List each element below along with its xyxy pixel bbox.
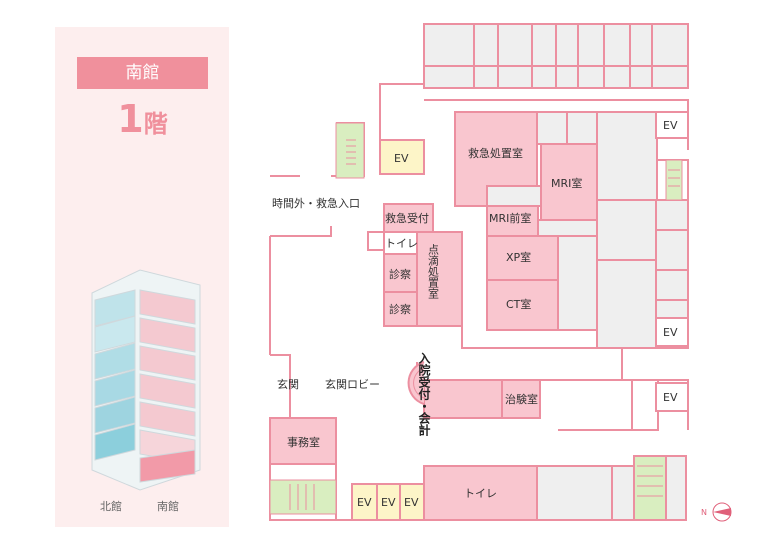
mri-label: MRI室	[551, 176, 582, 190]
toilet-large-label: トイレ	[464, 487, 497, 500]
exam-label-1: 診察	[389, 267, 411, 281]
infusion-label: 点滴処置室	[427, 244, 440, 299]
xp-label: XP室	[506, 250, 531, 264]
compass-label: N	[701, 508, 707, 517]
exam-label-2: 診察	[389, 302, 411, 316]
lobby-label: 玄関ロビー	[325, 377, 380, 391]
wing-label-south: 南館	[157, 500, 179, 513]
lab-label: 治験室	[505, 392, 538, 406]
building-illustration	[91, 269, 201, 491]
emergency-treatment-label: 救急処置室	[468, 146, 523, 160]
toilet-small-label: トイレ	[385, 237, 418, 250]
ev-label-3: EV	[663, 326, 678, 339]
ev-label-1: EV	[394, 152, 409, 165]
ev-label-5: EV	[357, 496, 372, 509]
stairs	[269, 122, 683, 515]
after-hours-entrance-label: 時間外・救急入口	[272, 196, 360, 210]
admission-label: 入院受付・会計	[417, 352, 431, 437]
elevators	[351, 111, 689, 521]
mri-front-label: MRI前室	[489, 211, 531, 225]
compass-icon: N	[701, 502, 732, 522]
entrance-label: 玄関	[277, 377, 299, 391]
emergency-reception-label: 救急受付	[385, 211, 429, 225]
ev-label-6: EV	[381, 496, 396, 509]
floor-number: 1	[117, 97, 144, 141]
ev-label-2: EV	[663, 119, 678, 132]
wing-label-north: 北館	[100, 500, 122, 513]
ev-label-7: EV	[404, 496, 419, 509]
floor-label: 1階	[77, 97, 208, 141]
ev-label-4: EV	[663, 391, 678, 404]
floor-unit: 階	[143, 110, 168, 138]
building-title: 南館	[77, 57, 208, 89]
office-label: 事務室	[287, 435, 320, 449]
ct-label: CT室	[506, 297, 531, 311]
